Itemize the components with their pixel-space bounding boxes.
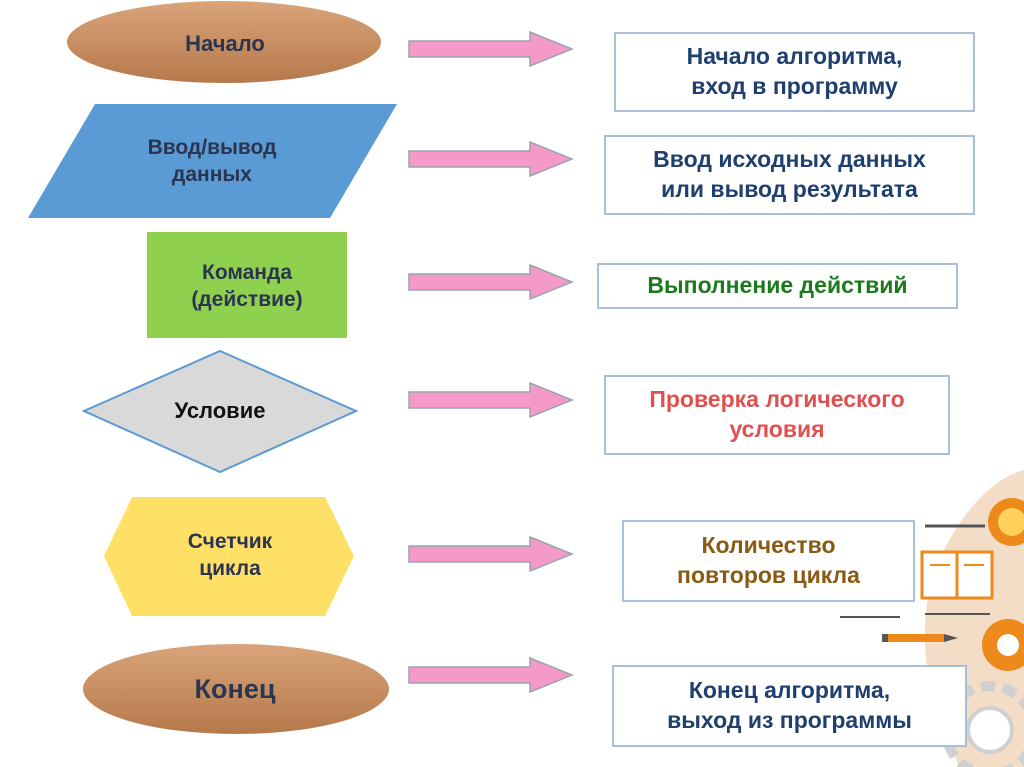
- decision-shape-label: Условие: [174, 397, 266, 423]
- start-shape-label: Начало: [185, 30, 265, 56]
- end-terminal-shape: [81, 642, 391, 736]
- lines-decoration: [840, 524, 990, 618]
- loop-counter-description: Количество повторов цикла: [622, 520, 915, 602]
- pencil-icon: [882, 634, 958, 642]
- input-output-shape: [28, 104, 397, 218]
- arrow-decision: [408, 381, 574, 419]
- arrow-process: [408, 263, 574, 301]
- end-shape-label: Конец: [194, 674, 276, 705]
- end-description: Конец алгоритма, выход из программы: [612, 665, 967, 747]
- loop-counter-shape-label: Счетчик цикла: [187, 529, 273, 580]
- process-shape-label: Команда (действие): [191, 260, 303, 311]
- arrow-loop-counter: [408, 535, 574, 573]
- arrow-start: [408, 30, 574, 68]
- start-description: Начало алгоритма, вход в программу: [614, 32, 975, 112]
- decision-shape: [81, 349, 359, 474]
- input-output-description: Ввод исходных данных или вывод результат…: [604, 135, 975, 215]
- decision-description: Проверка логического условия: [604, 375, 950, 455]
- gear-icon: [982, 619, 1024, 671]
- input-output-shape-label: Ввод/вывод данных: [147, 135, 277, 186]
- arrow-end: [408, 656, 574, 694]
- start-terminal-shape: [65, 0, 383, 85]
- arrow-input-output: [408, 140, 574, 178]
- process-description: Выполнение действий: [597, 263, 958, 309]
- coin-icon: [988, 498, 1024, 546]
- process-shape: [147, 232, 347, 338]
- loop-counter-shape: [104, 497, 354, 616]
- book-icon: [920, 550, 994, 600]
